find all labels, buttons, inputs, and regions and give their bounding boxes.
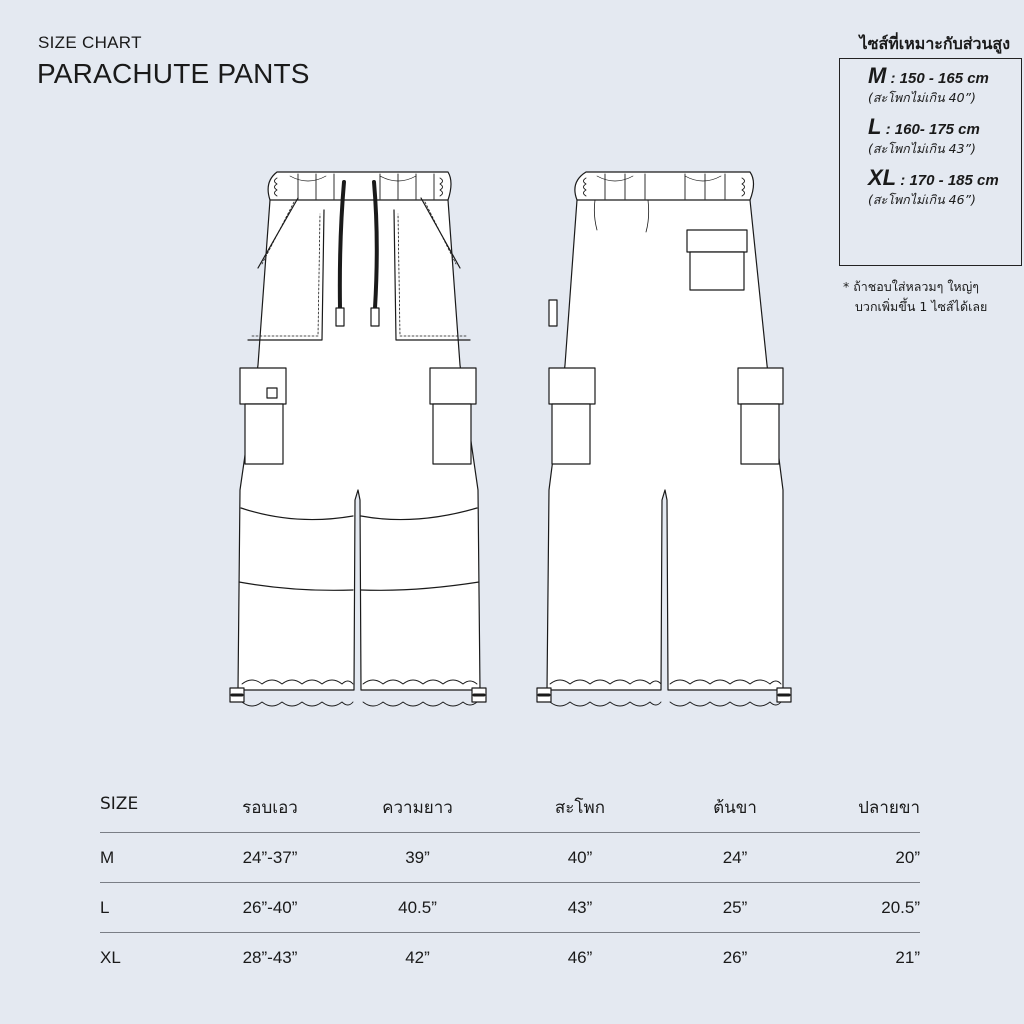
fit-height: : 170 - 185 cm	[900, 172, 999, 189]
table-cell: 28”-43”	[242, 947, 298, 967]
fit-hip: (สะโพกไม่เกิน 43”)	[868, 141, 976, 156]
table-cell: 24”	[722, 847, 748, 867]
table-cell: 40.5”	[398, 897, 437, 917]
column-header: SIZE	[100, 794, 139, 814]
pants-illustration	[229, 171, 792, 707]
table-cell: 39”	[405, 847, 430, 867]
column-header: สะโพก	[554, 798, 606, 818]
table-cell: 20.5”	[881, 897, 920, 917]
pants-front-icon	[229, 171, 487, 707]
table-cell: 26”	[722, 947, 748, 967]
table-cell: 46”	[567, 947, 593, 967]
table-cell: M	[100, 847, 115, 867]
column-header: ต้นขา	[713, 798, 757, 818]
column-header: ความยาว	[382, 798, 453, 818]
fit-guide-box: M : 150 - 165 cm (สะโพกไม่เกิน 40”) L : …	[839, 58, 1022, 266]
table-row: L 26”-40” 40.5” 43” 25” 20.5”	[100, 882, 920, 933]
pants-back-icon	[536, 171, 792, 707]
table-cell: 21”	[895, 947, 920, 967]
fit-entry-m: M : 150 - 165 cm (สะโพกไม่เกิน 40”)	[868, 63, 1021, 106]
fit-note: * ถ้าชอบใส่หลวมๆ ใหญ่ๆ บวกเพิ่มขึ้น 1 ไซ…	[843, 277, 987, 317]
table-cell: L	[100, 897, 110, 917]
fit-entry-xl: XL : 170 - 185 cm (สะโพกไม่เกิน 46”)	[868, 165, 1021, 208]
fit-guide-title: ไซส์ที่เหมาะกับส่วนสูง	[859, 34, 1010, 53]
size-table: SIZE รอบเอว ความยาว สะโพก ต้นขา ปลายขา M…	[100, 790, 920, 982]
table-cell: 24”-37”	[242, 847, 298, 867]
table-cell: 25”	[722, 897, 748, 917]
fit-note-line1: * ถ้าชอบใส่หลวมๆ ใหญ่ๆ	[843, 279, 980, 294]
fit-entry-l: L : 160- 175 cm (สะโพกไม่เกิน 43”)	[868, 114, 1021, 157]
column-header: รอบเอว	[242, 798, 298, 818]
fit-size: XL	[868, 165, 897, 190]
table-cell: 43”	[567, 897, 593, 917]
product-title: PARACHUTE PANTS	[37, 58, 310, 89]
table-cell: 26”-40”	[242, 897, 298, 917]
column-header: ปลายขา	[858, 798, 920, 818]
size-chart-label: SIZE CHART	[38, 33, 142, 52]
table-header-row: SIZE รอบเอว ความยาว สะโพก ต้นขา ปลายขา	[100, 790, 920, 833]
fit-note-line2: บวกเพิ่มขึ้น 1 ไซส์ได้เลย	[855, 299, 988, 314]
table-cell: 40”	[567, 847, 593, 867]
fit-size: M	[868, 63, 887, 88]
fit-height: : 160- 175 cm	[885, 121, 980, 138]
fit-size: L	[868, 114, 882, 139]
table-cell: 42”	[405, 947, 430, 967]
table-row: M 24”-37” 39” 40” 24” 20”	[100, 832, 920, 883]
fit-hip: (สะโพกไม่เกิน 40”)	[868, 90, 976, 105]
table-cell: XL	[100, 947, 121, 967]
table-row: XL 28”-43” 42” 46” 26” 21”	[100, 932, 920, 983]
fit-hip: (สะโพกไม่เกิน 46”)	[868, 192, 976, 207]
table-cell: 20”	[895, 847, 920, 867]
fit-height: : 150 - 165 cm	[890, 70, 989, 87]
